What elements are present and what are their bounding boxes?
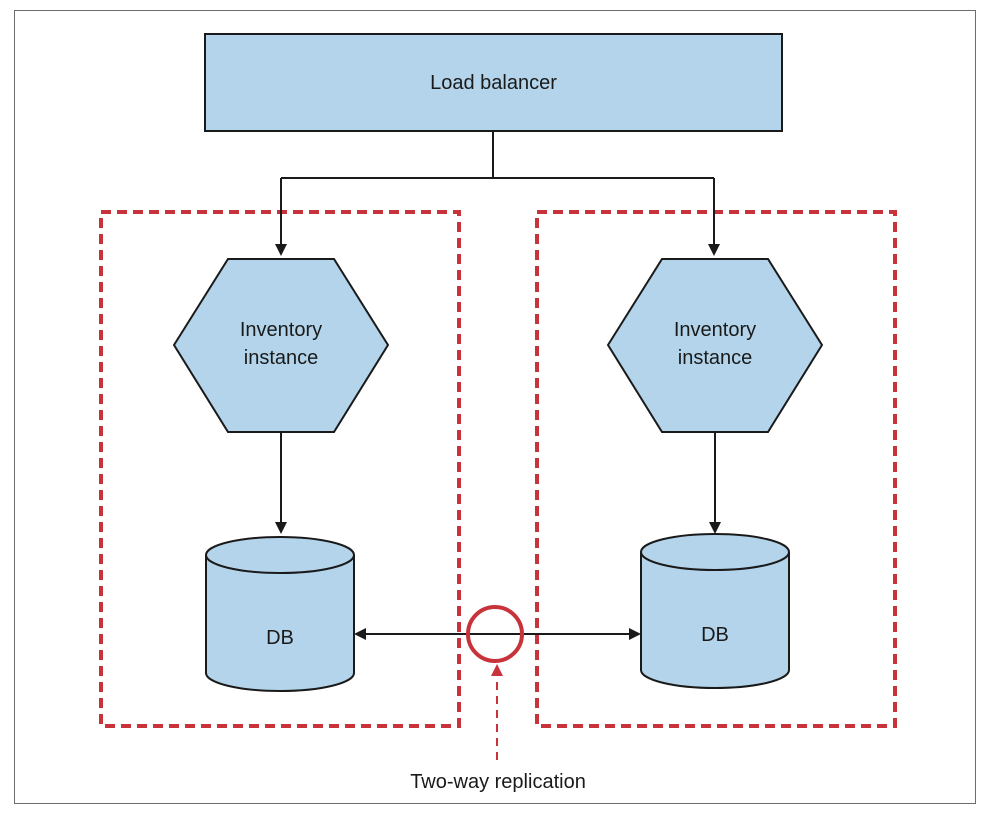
inventory-instance-right-label-line1: Inventory <box>674 319 756 341</box>
zone-right <box>535 210 897 728</box>
inventory-instance-right-label-line2: instance <box>678 347 753 369</box>
lb-to-instances-connector <box>281 131 494 179</box>
inventory-instance-left-label-line2: instance <box>244 347 319 369</box>
db-right-label: DB <box>701 624 729 646</box>
inventory-instance-right <box>606 258 824 433</box>
db-left-label: DB <box>266 627 294 649</box>
load-balancer-box <box>204 33 783 132</box>
db-cylinder-right <box>640 533 790 689</box>
db-cylinder-left <box>205 536 355 692</box>
replication-caption: Two-way replication <box>410 771 586 793</box>
load-balancer-label: Load balancer <box>430 72 557 94</box>
inventory-instance-left <box>172 258 390 433</box>
replication-highlight-ring <box>466 605 524 663</box>
inventory-instance-left-label-line1: Inventory <box>240 319 322 341</box>
